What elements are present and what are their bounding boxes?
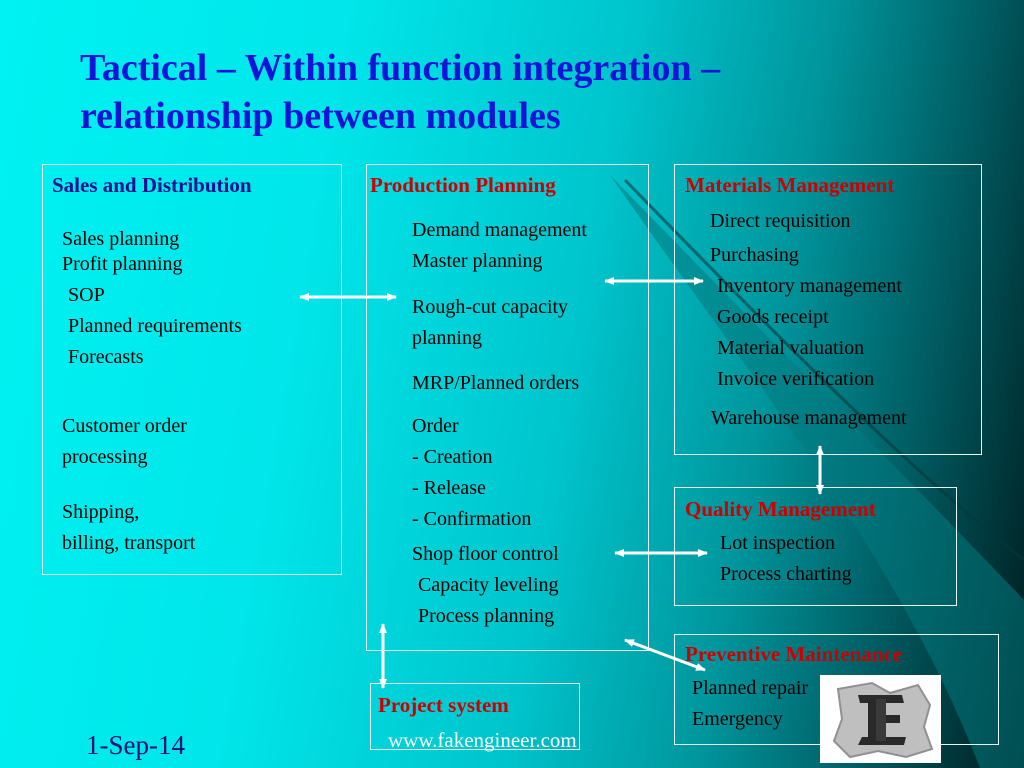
production-item: Shop floor control bbox=[412, 543, 559, 565]
project-system-box bbox=[370, 683, 580, 750]
materials-item: Purchasing bbox=[710, 244, 799, 266]
sales-item: Sales planning bbox=[62, 228, 180, 250]
sales-item: Shipping, bbox=[62, 501, 140, 523]
production-item: - Creation bbox=[412, 446, 493, 468]
materials-item: Direct requisition bbox=[710, 210, 851, 232]
preventive-maintenance-heading: Preventive Maintenance bbox=[685, 642, 903, 666]
production-item: Master planning bbox=[412, 250, 543, 272]
sales-item: Profit planning bbox=[62, 253, 183, 275]
quality-management-heading: Quality Management bbox=[685, 497, 876, 521]
production-item: Process planning bbox=[418, 605, 555, 627]
sales-distribution-heading: Sales and Distribution bbox=[52, 173, 252, 197]
project-system-heading: Project system bbox=[378, 693, 509, 717]
production-item: - Release bbox=[412, 477, 486, 499]
sales-item: Planned requirements bbox=[68, 315, 242, 337]
materials-management-box bbox=[674, 164, 982, 455]
title-line-1: Tactical – Within function integration – bbox=[80, 47, 721, 89]
production-planning-box bbox=[366, 164, 649, 651]
sales-item: SOP bbox=[68, 284, 105, 306]
materials-item: Material valuation bbox=[717, 337, 865, 359]
quality-management-box bbox=[674, 487, 957, 606]
materials-management-heading: Materials Management bbox=[685, 173, 895, 197]
slide-title: Tactical – Within function integration –… bbox=[80, 44, 980, 140]
title-line-2: relationship between modules bbox=[80, 95, 561, 137]
materials-item: Warehouse management bbox=[711, 407, 907, 429]
production-item: Order bbox=[412, 415, 459, 437]
sales-item: Forecasts bbox=[68, 346, 144, 368]
sales-distribution-box bbox=[42, 164, 342, 575]
production-item: Demand management bbox=[412, 219, 587, 241]
sales-item: billing, transport bbox=[62, 532, 196, 554]
materials-item: Inventory management bbox=[717, 275, 902, 297]
maintenance-item: Emergency bbox=[692, 708, 783, 730]
logo bbox=[820, 675, 941, 763]
slide-date: 1-Sep-14 bbox=[86, 730, 185, 760]
production-item: Capacity leveling bbox=[418, 574, 559, 596]
sales-item: processing bbox=[62, 446, 148, 468]
production-planning-heading: Production Planning bbox=[370, 173, 556, 197]
quality-item: Lot inspection bbox=[720, 532, 835, 554]
sales-item: Customer order bbox=[62, 415, 187, 437]
quality-item: Process charting bbox=[720, 563, 852, 585]
footer-url: www.fakengineer.com bbox=[388, 728, 577, 752]
logo-icon bbox=[820, 675, 941, 763]
materials-item: Invoice verification bbox=[717, 368, 875, 390]
production-item: - Confirmation bbox=[412, 508, 532, 530]
production-item: Rough-cut capacity bbox=[412, 296, 569, 318]
materials-item: Goods receipt bbox=[717, 306, 829, 328]
production-item: planning bbox=[412, 327, 482, 349]
production-item: MRP/Planned orders bbox=[412, 372, 580, 394]
maintenance-item: Planned repair bbox=[692, 677, 809, 699]
